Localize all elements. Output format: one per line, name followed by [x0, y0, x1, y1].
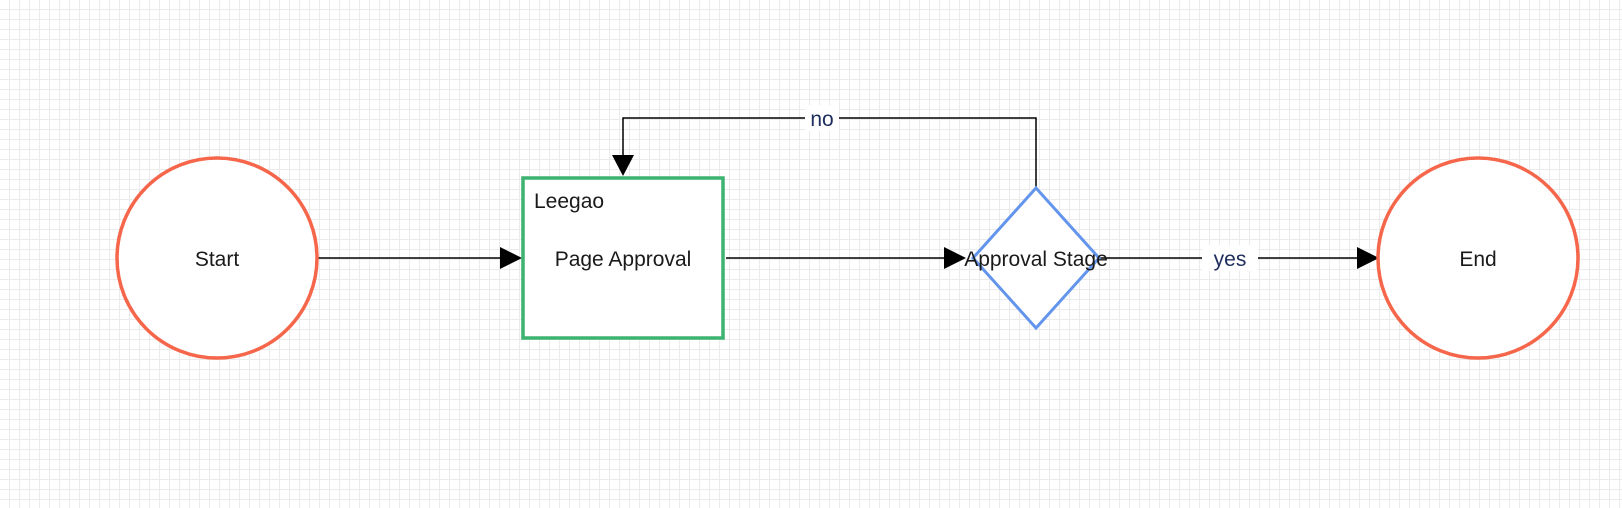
decision-node-approval-stage[interactable]: Approval Stage: [964, 185, 1108, 331]
start-node[interactable]: Start: [115, 156, 319, 360]
arrowhead-icon: [500, 247, 522, 269]
edge-decision-to-end[interactable]: yes: [1100, 245, 1379, 271]
edge-label-background: [1202, 245, 1258, 271]
edge-label-no: no: [810, 108, 833, 131]
task-assignee-label: Leegao: [534, 190, 604, 213]
edge-start-to-task[interactable]: [318, 247, 522, 269]
end-node[interactable]: End: [1376, 156, 1580, 360]
edge-label-yes: yes: [1214, 248, 1247, 271]
task-node-label: Page Approval: [555, 248, 692, 271]
arrowhead-icon: [1357, 247, 1379, 269]
arrowhead-icon: [612, 155, 634, 176]
edge-task-to-decision[interactable]: [726, 247, 966, 269]
start-node-label: Start: [195, 248, 240, 271]
end-node-label: End: [1459, 248, 1496, 271]
task-node-page-approval[interactable]: Leegao Page Approval: [521, 176, 725, 340]
arrowhead-icon: [944, 247, 966, 269]
edge-decision-to-task[interactable]: no: [612, 105, 1037, 188]
edge-label-background: [805, 105, 839, 131]
decision-node-label: Approval Stage: [964, 248, 1108, 271]
